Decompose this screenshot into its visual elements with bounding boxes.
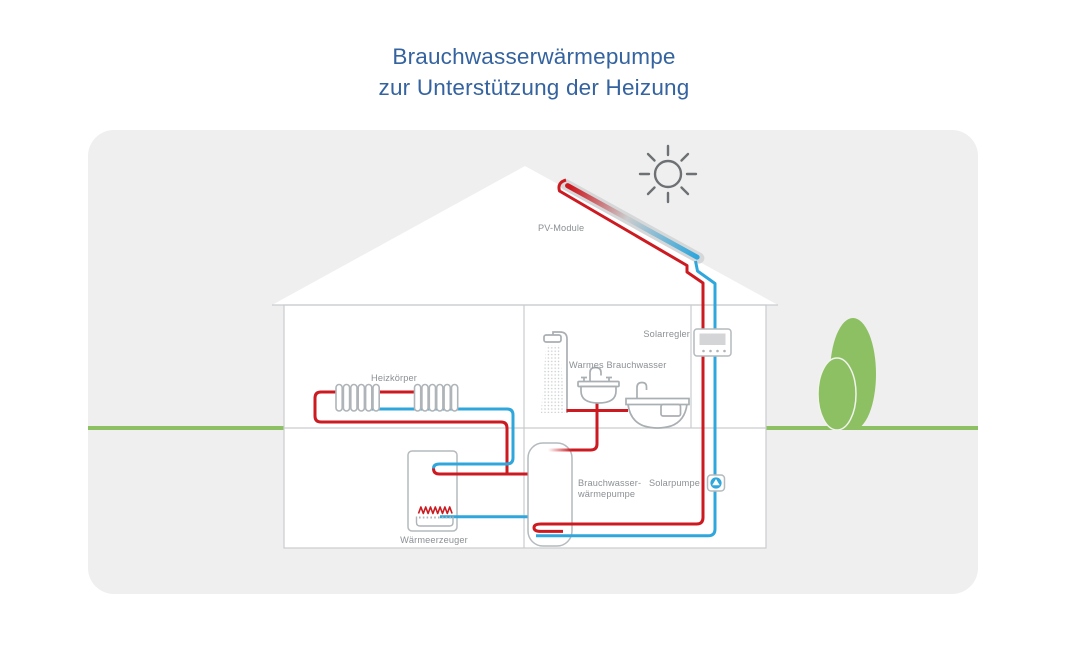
tree bbox=[817, 318, 876, 431]
sun-icon bbox=[638, 144, 698, 204]
page-title-line2: zur Unterstützung der Heizung bbox=[378, 74, 690, 100]
burner-tray bbox=[415, 516, 454, 527]
controller-screen bbox=[699, 333, 726, 345]
cold-pipes bbox=[370, 260, 717, 538]
sink-bowl bbox=[580, 385, 617, 404]
shower-pipe bbox=[552, 331, 568, 413]
sink-faucet bbox=[589, 366, 602, 381]
bathtub-seat bbox=[660, 403, 682, 417]
dhw-pipe bbox=[572, 401, 599, 452]
radiator-return-pipe bbox=[370, 407, 515, 469]
bathtub-faucet bbox=[636, 381, 648, 398]
label-brauchwasserwaermepumpe-1: Brauchwasser- bbox=[578, 478, 641, 488]
page-title: Brauchwasserwärmepumpe zur Unterstützung… bbox=[0, 42, 1068, 103]
radiator-supply-pipe bbox=[313, 390, 509, 476]
radiator-right bbox=[413, 383, 459, 412]
house bbox=[272, 166, 778, 549]
shower-spray bbox=[541, 345, 565, 413]
label-waermeerzeuger: Wärmeerzeuger bbox=[400, 535, 468, 545]
solar-controller bbox=[693, 328, 732, 357]
flame-icon bbox=[417, 506, 453, 515]
burner bbox=[415, 506, 454, 527]
hot-pipes bbox=[313, 178, 705, 533]
sink-taps bbox=[581, 376, 612, 382]
shower-head bbox=[543, 334, 562, 343]
heatpump-tank-body bbox=[527, 442, 573, 547]
bathtub-rim bbox=[625, 397, 690, 406]
solar-pipe-cold bbox=[536, 260, 717, 538]
bathtub bbox=[625, 381, 690, 429]
label-pv-module: PV-Module bbox=[538, 223, 584, 233]
label-warmes-brauchwasser: Warmes Brauchwasser bbox=[569, 360, 666, 370]
boiler-out-pipe bbox=[432, 468, 528, 476]
label-brauchwasserwaermepumpe-2: wärmepumpe bbox=[577, 489, 635, 499]
pump-arrow-icon bbox=[712, 479, 720, 486]
solar-pipe-hot bbox=[532, 178, 705, 533]
label-solarpumpe: Solarpumpe bbox=[649, 478, 700, 488]
house-walls bbox=[283, 304, 767, 549]
radiator-left bbox=[335, 383, 380, 412]
solar-pump bbox=[706, 474, 726, 492]
roof bbox=[272, 166, 778, 305]
shower bbox=[541, 331, 568, 413]
label-heizkoerper: Heizkörper bbox=[371, 373, 417, 383]
sink bbox=[577, 366, 620, 404]
page-title-line1: Brauchwasserwärmepumpe bbox=[392, 44, 676, 69]
label-solarregler: Solarregler bbox=[643, 329, 690, 339]
pv-panel bbox=[560, 179, 705, 264]
